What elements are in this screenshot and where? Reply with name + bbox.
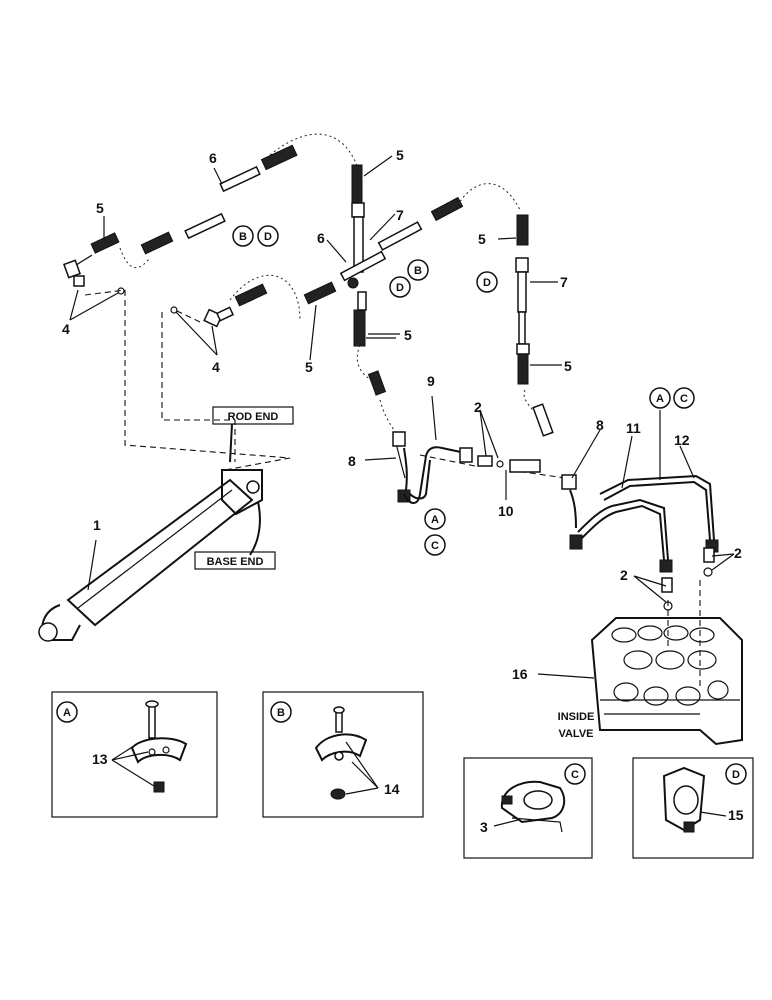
callout-5: 5 bbox=[96, 200, 104, 216]
callout-letter-b: B bbox=[239, 231, 247, 243]
rod-end-label: ROD END bbox=[228, 411, 279, 423]
circle-callout bbox=[56, 701, 78, 723]
callout-letter-d: D bbox=[396, 282, 404, 294]
callout-15: 15 bbox=[728, 807, 744, 823]
callout-letter-c: C bbox=[680, 393, 688, 405]
hose-assemblies bbox=[63, 144, 583, 550]
tube-assemblies bbox=[403, 446, 719, 611]
rod-end-label-box bbox=[212, 406, 294, 425]
callout-16: 16 bbox=[512, 666, 528, 682]
callout-4: 4 bbox=[62, 321, 70, 337]
text-labels: ROD END BASE END INSIDE VALVE bbox=[194, 406, 595, 740]
callout-7: 7 bbox=[396, 207, 404, 223]
inset-letter-c: C bbox=[571, 769, 579, 781]
inset-letter-d: D bbox=[732, 769, 740, 781]
callout-2: 2 bbox=[734, 545, 742, 561]
callout-1: 1 bbox=[93, 517, 101, 533]
inside-label: INSIDE bbox=[558, 711, 595, 723]
callout-letter-d: D bbox=[264, 231, 272, 243]
circle-callout bbox=[424, 534, 446, 556]
callout-5: 5 bbox=[305, 359, 313, 375]
control-valve bbox=[590, 617, 743, 746]
callout-4: 4 bbox=[212, 359, 220, 375]
valve-label: VALVE bbox=[558, 728, 593, 740]
circle-callout bbox=[424, 508, 446, 530]
number-callouts: 5 6 5 7 6 5 7 5 5 5 4 4 9 2 8 8 11 12 10… bbox=[62, 147, 744, 835]
base-end-label-box bbox=[194, 551, 276, 570]
callout-5: 5 bbox=[396, 147, 404, 163]
inset-detail-c bbox=[463, 757, 593, 859]
callout-8: 8 bbox=[596, 417, 604, 433]
callout-5: 5 bbox=[564, 358, 572, 374]
circle-callout bbox=[564, 763, 586, 785]
callout-12: 12 bbox=[674, 432, 690, 448]
circle-callout bbox=[673, 387, 695, 409]
callout-14: 14 bbox=[384, 781, 400, 797]
callout-2: 2 bbox=[620, 567, 628, 583]
inset-detail-a bbox=[51, 691, 218, 818]
hydraulic-cylinder bbox=[38, 423, 263, 642]
base-end-label: BASE END bbox=[207, 556, 264, 568]
callout-13: 13 bbox=[92, 751, 108, 767]
callout-11: 11 bbox=[626, 420, 641, 436]
leader-lines bbox=[69, 155, 735, 679]
letter-callouts: B D B D D A C A C A B C D bbox=[56, 225, 747, 785]
inset-detail-b bbox=[262, 691, 424, 818]
callout-letter-b: B bbox=[414, 265, 422, 277]
callout-letter-a: A bbox=[656, 393, 664, 405]
circle-callout bbox=[232, 225, 254, 247]
callout-6: 6 bbox=[209, 150, 217, 166]
callout-5: 5 bbox=[404, 327, 412, 343]
circle-callout bbox=[389, 276, 411, 298]
callout-10: 10 bbox=[498, 503, 514, 519]
callout-6: 6 bbox=[317, 230, 325, 246]
callout-7: 7 bbox=[560, 274, 568, 290]
callout-8: 8 bbox=[348, 453, 356, 469]
circle-callout bbox=[649, 387, 671, 409]
callout-3: 3 bbox=[480, 819, 488, 835]
callout-letter-d: D bbox=[483, 277, 491, 289]
callout-9: 9 bbox=[427, 373, 435, 389]
circle-callout bbox=[270, 701, 292, 723]
callout-5: 5 bbox=[478, 231, 486, 247]
circle-callout bbox=[725, 763, 747, 785]
circle-callout bbox=[257, 225, 279, 247]
callout-letter-a: A bbox=[431, 514, 439, 526]
inset-detail-d bbox=[632, 757, 754, 859]
callout-letter-c: C bbox=[431, 540, 439, 552]
inset-letter-a: A bbox=[63, 707, 71, 719]
inset-letter-b: B bbox=[277, 707, 285, 719]
connector-lines bbox=[84, 133, 701, 690]
circle-callout bbox=[407, 259, 429, 281]
callout-2: 2 bbox=[474, 399, 482, 415]
circle-callout bbox=[476, 271, 498, 293]
